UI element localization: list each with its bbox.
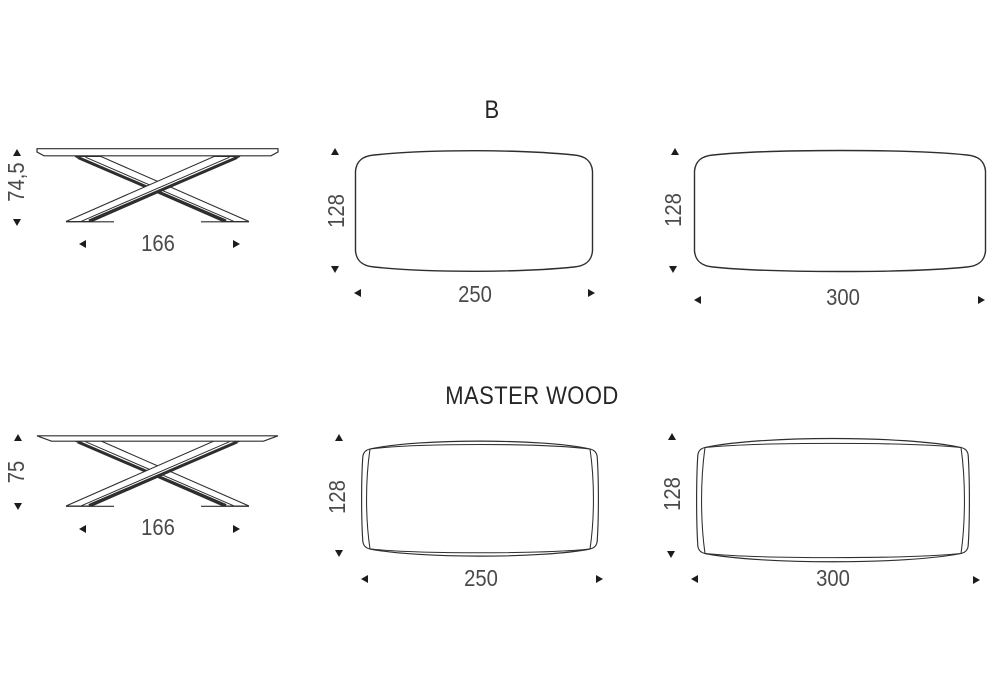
dim-width-label: 166 [141, 230, 175, 256]
dim-arrow-down-icon [13, 219, 21, 226]
dim-arrow-right-icon [588, 289, 595, 297]
tabletop-bevel-edge [366, 443, 594, 554]
tabletop-profile [36, 435, 279, 442]
dim-width-label: 166 [141, 514, 175, 540]
b-top-view-300-drawing [693, 149, 987, 273]
dim-arrow-right-icon [233, 525, 240, 533]
dim-depth-label: 128 [324, 480, 350, 514]
dim-arrow-up-icon [13, 149, 21, 156]
dim-arrow-left-icon [79, 525, 86, 533]
tabletop-bevel-edge [701, 442, 965, 559]
dim-arrow-up-icon [331, 148, 339, 155]
section-title-b: B [484, 96, 500, 124]
dim-arrow-up-icon [668, 433, 676, 440]
tabletop-outline [354, 150, 594, 272]
dim-arrow-down-icon [669, 266, 677, 273]
dim-width-label: 300 [826, 284, 860, 310]
tabletop-outline [696, 437, 970, 563]
dim-arrow-down-icon [331, 266, 339, 273]
tabletop-outline [361, 440, 599, 557]
dim-arrow-up-icon [671, 148, 679, 155]
dim-arrow-right-icon [973, 576, 980, 584]
dim-arrow-left-icon [79, 240, 86, 248]
dim-arrow-right-icon [596, 575, 603, 583]
b-side-view-drawing [36, 148, 279, 223]
dim-depth-label: 128 [323, 194, 349, 228]
dim-arrow-left-icon [354, 289, 361, 297]
section-title-master-wood: MASTER WOOD [445, 382, 619, 410]
masterwood-side-view-drawing [36, 435, 279, 507]
dim-width-label: 250 [458, 281, 492, 307]
masterwood-top-view-250-drawing [361, 440, 599, 557]
dim-depth-label: 128 [659, 477, 685, 511]
dim-width-label: 300 [816, 565, 850, 591]
dim-height-label: 74,5 [3, 162, 29, 202]
b-top-view-250-drawing [354, 150, 594, 272]
tabletop-outline [693, 149, 987, 273]
dim-width-label: 250 [464, 565, 498, 591]
tabletop-profile [36, 148, 279, 157]
dim-arrow-up-icon [335, 434, 343, 441]
dim-arrow-left-icon [361, 575, 368, 583]
dim-arrow-right-icon [233, 240, 240, 248]
dim-height-label: 75 [3, 460, 29, 484]
dim-arrow-up-icon [14, 434, 22, 441]
dim-arrow-down-icon [14, 503, 22, 510]
dim-arrow-down-icon [335, 550, 343, 557]
dim-arrow-down-icon [667, 551, 675, 558]
dim-arrow-left-icon [691, 575, 698, 583]
masterwood-top-view-300-drawing [696, 437, 970, 563]
crossed-leg-beam [65, 440, 241, 507]
dim-depth-label: 128 [660, 193, 686, 227]
crossed-leg-beam [65, 155, 241, 223]
dim-arrow-right-icon [978, 296, 985, 304]
dim-arrow-left-icon [694, 296, 701, 304]
